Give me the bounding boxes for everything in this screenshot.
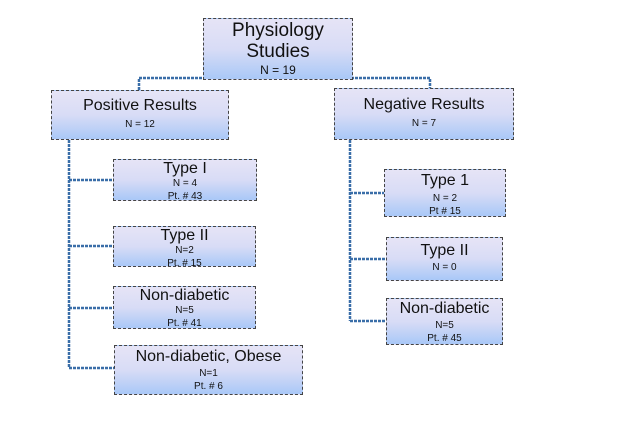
node-title: Type 1 [420, 172, 470, 189]
node-pt: Pt. # 43 [167, 190, 203, 202]
node-n: N=5 [435, 319, 454, 331]
node-n: N=5 [175, 304, 194, 316]
pos-type2-node: Type II N=2 Pt. # 15 [113, 226, 256, 269]
node-pt: Pt. # 6 [194, 380, 223, 392]
node-title: Non-diabetic [139, 287, 230, 304]
positive-n: N = 12 [125, 118, 155, 130]
negative-n: N = 7 [411, 117, 437, 129]
node-n: N = 2 [432, 192, 458, 204]
node-n: N = 4 [172, 177, 198, 189]
root-node: Physiology Studies N = 19 [203, 18, 353, 80]
node-title: Type II [420, 242, 469, 259]
root-title-2: Studies [246, 40, 310, 62]
root-n: N = 19 [260, 62, 296, 77]
pos-type1-node: Type I N = 4 Pt. # 43 [113, 159, 257, 202]
positive-node: Positive Results N = 12 [51, 90, 229, 140]
pos-nondiabetic-node: Non-diabetic N=5 Pt. # 41 [113, 286, 256, 329]
node-title: Type I [163, 160, 207, 177]
node-title: Non-diabetic, Obese [135, 348, 282, 365]
root-title-1: Physiology [232, 20, 324, 41]
neg-nondiabetic-node: Non-diabetic N=5 Pt. # 45 [386, 298, 503, 345]
neg-type2-node: Type II N = 0 [386, 237, 503, 281]
neg-type1-node: Type 1 N = 2 Pt # 15 [384, 169, 506, 217]
node-pt: Pt. # 15 [167, 257, 202, 269]
node-pt: Pt. # 41 [167, 317, 202, 329]
negative-title: Negative Results [363, 96, 485, 113]
node-n: N = 0 [432, 261, 457, 273]
node-title: Type II [160, 227, 209, 244]
node-n: N=2 [175, 244, 194, 256]
node-pt: Pt # 15 [429, 205, 461, 217]
positive-title: Positive Results [83, 97, 197, 114]
node-title: Non-diabetic [399, 300, 490, 317]
negative-node: Negative Results N = 7 [334, 88, 514, 140]
pos-obese-node: Non-diabetic, Obese N=1 Pt. # 6 [114, 345, 303, 395]
node-pt: Pt. # 45 [427, 332, 462, 344]
node-n: N=1 [199, 367, 218, 379]
